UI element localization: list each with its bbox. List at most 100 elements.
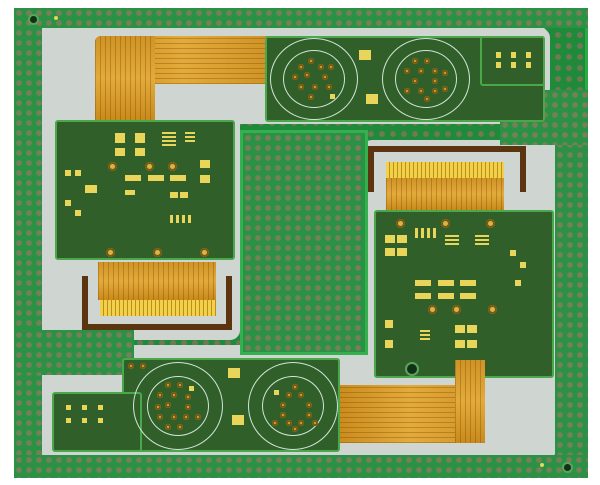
plated-hole	[452, 305, 461, 314]
ic-pad-top-b	[366, 94, 378, 104]
smd-pad	[115, 133, 125, 143]
smd-pad	[385, 248, 395, 256]
connector-inner-left-top	[283, 50, 345, 108]
smd-pad	[420, 330, 430, 332]
smd-pad	[427, 228, 430, 238]
smd-pad	[415, 280, 431, 286]
flex-left-body	[98, 262, 216, 300]
ic-pad-top-a	[359, 50, 371, 60]
smd-pad	[475, 235, 489, 237]
smd-pad	[182, 215, 185, 223]
test-pad	[82, 405, 87, 410]
smd-pad	[455, 340, 465, 348]
plated-hole	[200, 248, 209, 257]
smd-pad	[421, 228, 424, 238]
smd-pad	[200, 175, 210, 183]
smd-pad	[162, 132, 176, 134]
smd-pad	[85, 185, 97, 193]
smd-pad	[75, 210, 81, 216]
smd-pad	[185, 132, 195, 134]
smd-pad	[433, 228, 436, 238]
test-pad-top-right-6	[526, 62, 531, 68]
test-pad-top-right-4	[496, 62, 501, 68]
smd-pad	[162, 136, 176, 138]
ic-pad-bottom-b	[232, 415, 244, 425]
smd-pad	[515, 280, 521, 286]
plated-hole	[140, 363, 146, 369]
smd-pad	[467, 340, 477, 348]
smd-pad	[510, 250, 516, 256]
plated-hole	[486, 219, 495, 228]
connector-inner-right-bottom	[262, 376, 324, 436]
test-pad	[66, 418, 71, 423]
smd-pad	[385, 235, 395, 243]
smd-pad	[135, 148, 145, 156]
connector-ring-left-bottom	[133, 362, 223, 450]
smd-pad	[445, 235, 459, 237]
smd-pad	[438, 293, 454, 299]
flex-left-gold-fingers	[100, 300, 216, 316]
flex-left-frame	[82, 276, 232, 330]
smd-pad	[445, 243, 459, 245]
fiducial-bottom-right	[540, 463, 544, 467]
smd-pad	[176, 215, 179, 223]
test-pad	[82, 418, 87, 423]
plated-hole	[128, 363, 134, 369]
connector-inner-right-top	[395, 50, 457, 108]
smd-pad	[415, 228, 418, 238]
flex-bottom-vertical	[455, 360, 485, 443]
plated-hole	[441, 219, 450, 228]
connector-ring-right-bottom	[248, 362, 338, 450]
smd-pad	[520, 262, 526, 268]
tooling-hole-top-left	[28, 14, 39, 25]
test-pad	[98, 418, 103, 423]
smd-pad	[162, 140, 176, 142]
smd-pad	[115, 148, 125, 156]
connector-pins-bottom-left	[155, 382, 205, 430]
smd-pad	[445, 239, 459, 241]
smd-pad	[170, 215, 173, 223]
connector-ring-left-top	[270, 38, 358, 120]
smd-pad	[415, 293, 431, 299]
smd-pad	[385, 340, 393, 348]
fiducial-top-left	[54, 16, 58, 20]
smd-pad	[170, 192, 178, 198]
bottom-mesh-strip	[14, 455, 588, 478]
top-left-mesh	[14, 8, 588, 28]
connector-pins-bottom-right	[272, 384, 322, 432]
center-mesh-panel	[240, 130, 368, 355]
smd-pad	[180, 192, 188, 198]
smd-pad	[438, 280, 454, 286]
smd-pad	[200, 160, 210, 168]
left-rigid-board	[55, 120, 235, 260]
flex-top-vertical	[95, 36, 155, 121]
connector-inner-left-bottom	[147, 376, 209, 436]
mounting-hole-right	[405, 362, 419, 376]
plated-hole	[108, 162, 117, 171]
smd-pad	[467, 325, 477, 333]
test-pad	[66, 405, 71, 410]
plated-hole	[106, 248, 115, 257]
flex-right-frame	[368, 146, 526, 192]
smd-pad	[170, 175, 186, 181]
smd-pad	[475, 243, 489, 245]
right-mesh-strip	[555, 90, 588, 478]
smd-pad	[65, 200, 71, 206]
smd-pad	[455, 325, 465, 333]
plated-hole	[488, 305, 497, 314]
plated-hole	[153, 248, 162, 257]
smd-pad	[420, 338, 430, 340]
plated-hole	[145, 162, 154, 171]
flex-right-gold-fingers	[386, 162, 504, 178]
smd-pad	[385, 320, 393, 328]
smd-pad	[185, 136, 195, 138]
smd-pad	[185, 140, 195, 142]
smd-pad	[420, 334, 430, 336]
test-pad-top-right-3	[526, 52, 531, 58]
plated-hole	[428, 305, 437, 314]
test-pad	[98, 405, 103, 410]
top-board-extension	[480, 36, 545, 86]
connector-ring-right-top	[382, 38, 470, 120]
connector-pins-top-left	[290, 58, 340, 103]
smd-pad	[125, 190, 135, 195]
